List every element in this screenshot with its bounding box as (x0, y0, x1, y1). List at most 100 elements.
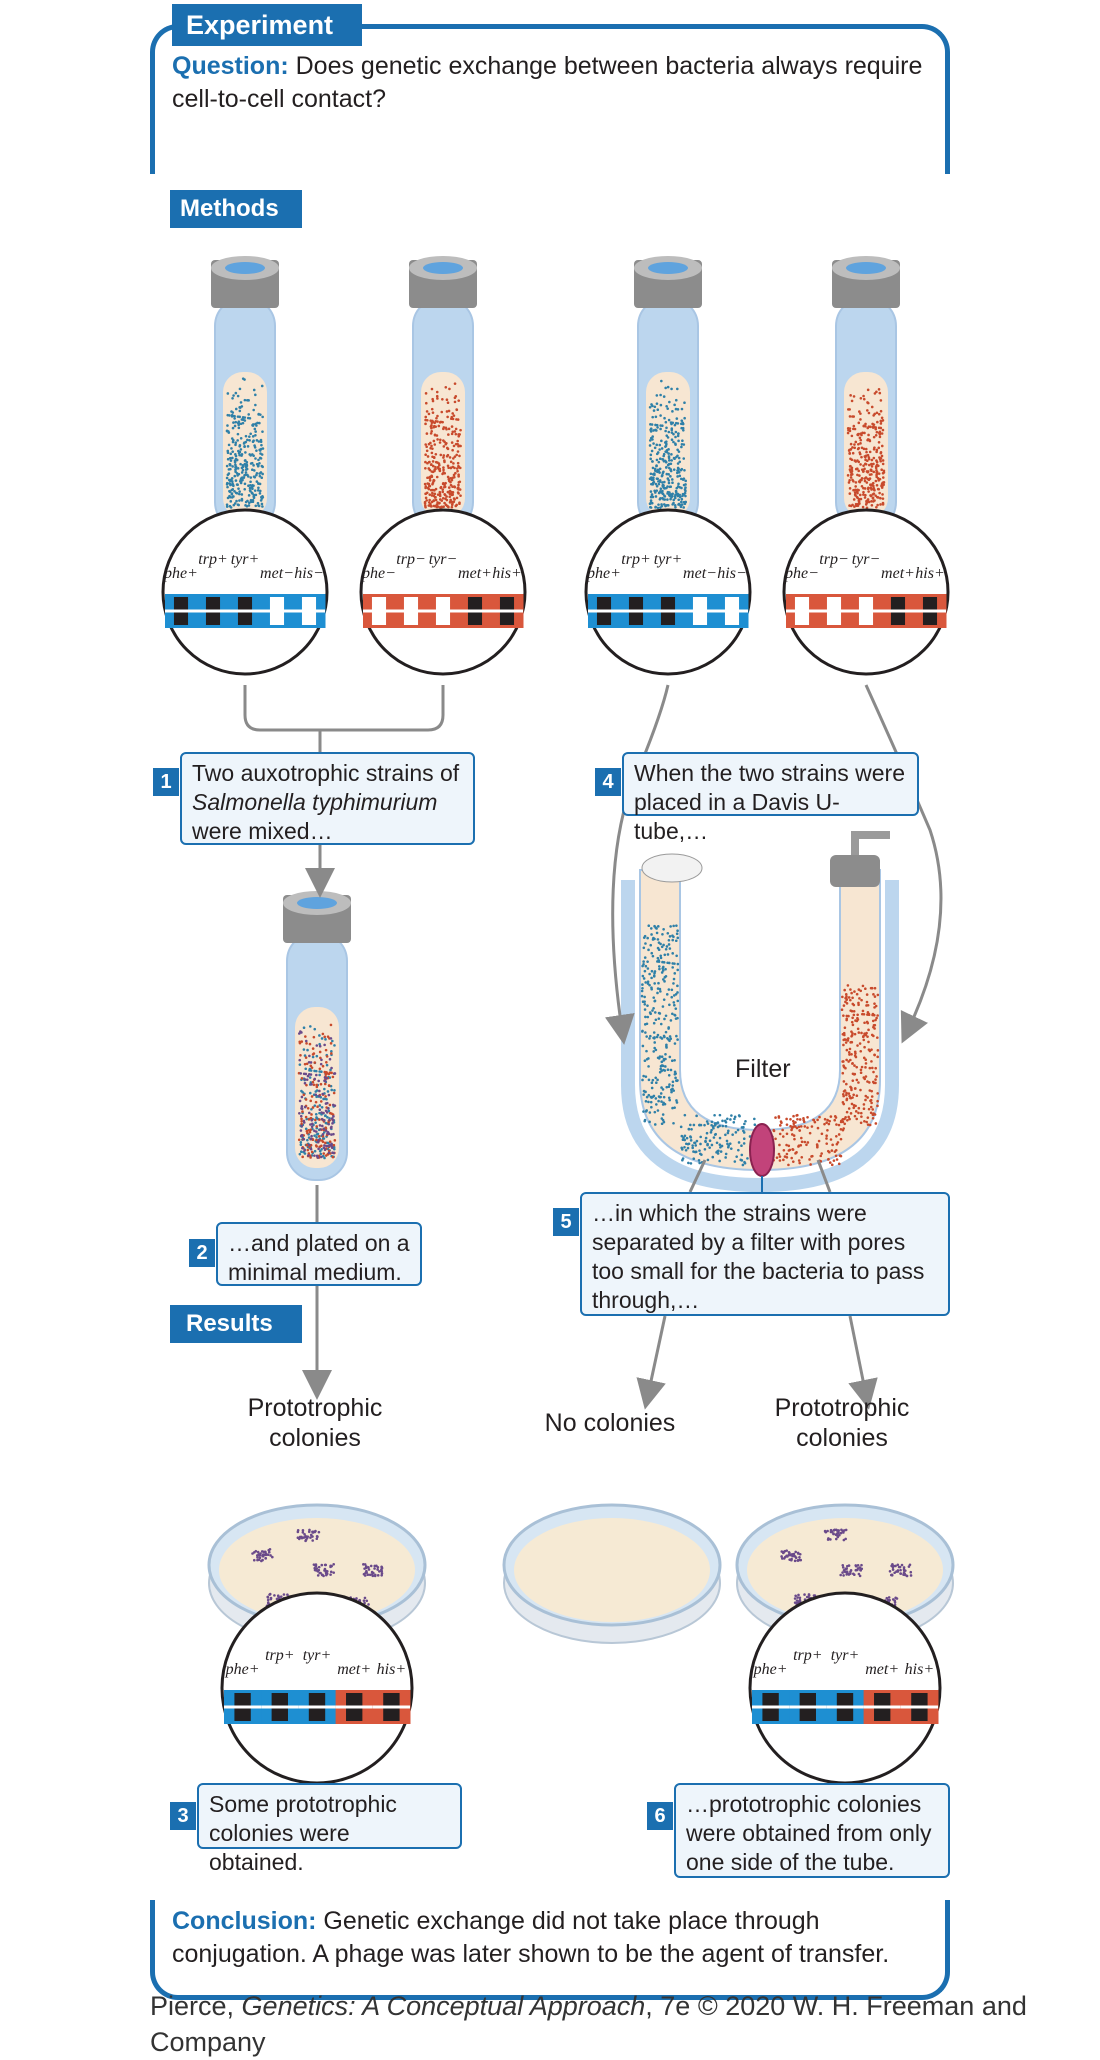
step-1-text-a: Two auxotrophic strains of (192, 760, 460, 786)
magnifier-prototroph-left-label-phe: phe+ (225, 1661, 260, 1678)
plate-right-colony-0 (780, 1549, 803, 1563)
tube-strain-a-right-cap-hole (648, 262, 688, 274)
credit-after: , 7e © 2020 W. H. Freeman and Company (150, 1991, 1027, 2057)
magnifier-prototroph-left-gene-phe (224, 1690, 262, 1724)
magnifier-strain-b-right-gene-tyr (850, 594, 883, 628)
magnifier-strain-b-right-label-met: met+ (881, 565, 915, 582)
magnifier-strain-a-right-lens (584, 508, 752, 676)
step-3-number: 3 (170, 1802, 196, 1830)
magnifier-strain-b-left-lens (359, 508, 527, 676)
tube-strain-b-right (832, 256, 900, 531)
magnifier-prototroph-left-lens (220, 1591, 414, 1785)
u-tube-glass (621, 880, 899, 1193)
magnifier-strain-a-left-gene-phe (165, 594, 198, 628)
credit-title: Genetics: A Conceptual Approach (241, 1991, 646, 2021)
tube-strain-b-right-cap-hole (846, 262, 886, 274)
step-5-number: 5 (553, 1208, 579, 1236)
magnifier-strain-a-right-gene-met (684, 594, 717, 628)
magnifier-strain-a-left-label-his: his− (294, 565, 323, 582)
credit-line: Pierce, Genetics: A Conceptual Approach,… (150, 1988, 1050, 2060)
step-1-number: 1 (153, 768, 179, 796)
magnifier-prototroph-right-label-phe: phe+ (753, 1661, 788, 1678)
tube-strain-b-left-cap-hole (423, 262, 463, 274)
magnifier-prototroph-left-label-his: his+ (377, 1661, 406, 1678)
magnifier-strain-b-right-gene-his (914, 594, 947, 628)
magnifier-strain-b-left-gene-met (459, 594, 492, 628)
magnifier-strain-b-right-label-tyr: tyr− (852, 551, 881, 568)
magnifier-strain-b-left-gene-tyr (427, 594, 460, 628)
magnifier-prototroph-right-gene-phe (752, 1690, 790, 1724)
magnifier-strain-b-right-label-his: his+ (915, 565, 944, 582)
tube-strain-a-left (211, 256, 279, 531)
arrow-to-u-tube-right (864, 684, 943, 1044)
magnifier-strain-a-right-gene-his (716, 594, 749, 628)
magnifier-strain-b-left-label-his: his+ (492, 565, 521, 582)
tube-strain-a-left-cap-hole (225, 262, 265, 274)
question-text: Does genetic exchange between bacteria a… (172, 52, 923, 113)
magnifier-prototroph-right-label-met: met+ (865, 1661, 899, 1678)
step-1-callout: Two auxotrophic strains of Salmonella ty… (180, 752, 475, 845)
arrow-to-prototrophic-right (848, 1315, 878, 1410)
arrow-to-no-colonies (636, 1315, 667, 1410)
question-label: Question: (172, 52, 289, 80)
question: Question: Does genetic exchange between … (172, 50, 932, 116)
filter-label: Filter (735, 1055, 791, 1083)
magnifier-strain-a-left-lens (161, 508, 329, 676)
step-2-text: …and plated on a minimal medium. (228, 1230, 410, 1285)
magnifier-strain-b-left-label-tyr: tyr− (429, 551, 458, 568)
magnifier-strain-b-left-label-trp: trp− (396, 551, 425, 568)
plate-right-colony-1 (823, 1528, 848, 1542)
step-2-callout: …and plated on a minimal medium. (216, 1222, 422, 1286)
magnifier-prototroph-left-label-trp: trp+ (265, 1647, 294, 1664)
plate-left-colony-1 (296, 1528, 321, 1543)
magnifier-strain-b-right-gene-phe (786, 594, 819, 628)
magnifier-strain-b-left-label-met: met+ (458, 565, 492, 582)
magnifier-strain-a-left-gene-met (261, 594, 294, 628)
magnifier-strain-b-right-lens (782, 508, 950, 676)
step-4-callout: When the two strains were placed in a Da… (622, 752, 919, 844)
magnifier-strain-b-right-gene-trp (818, 594, 851, 628)
magnifier-strain-b-right-label-phe: phe− (784, 565, 819, 582)
tube-strain-a-right-medium (646, 372, 690, 518)
plate-left-colony-0 (251, 1547, 274, 1563)
magnifier-strain-a-right-gene-trp (620, 594, 653, 628)
methods-tag: Methods (170, 190, 302, 228)
magnifier-prototroph-left-gene-trp (261, 1690, 299, 1724)
tube-mixed-cap-hole (297, 897, 337, 909)
magnifier-strain-a-left-gene-tyr (229, 594, 262, 628)
magnifier-strain-a-left-label-trp: trp+ (198, 551, 227, 568)
connector-left-arm (688, 1159, 707, 1193)
tube-strain-b-left (409, 256, 477, 531)
plate-left-colony-2 (312, 1563, 335, 1578)
cotton-plug-icon (641, 853, 703, 883)
credit-before: Pierce, (150, 1991, 242, 2021)
magnifier-strain-a-left: phe+trp+tyr+met−his− (161, 508, 329, 676)
magnifier-prototroph-left-label-tyr: tyr+ (303, 1647, 332, 1664)
magnifier-strain-b-left-gene-his (491, 594, 524, 628)
magnifier-strain-b-left-label-phe: phe− (361, 565, 396, 582)
magnifier-prototroph-right-lens (748, 1591, 942, 1785)
magnifier-strain-a-left-label-tyr: tyr+ (231, 551, 260, 568)
stopper-icon (830, 855, 880, 887)
plate-right-colony-3 (888, 1563, 913, 1578)
magnifier-strain-a-left-gene-trp (197, 594, 230, 628)
results-tag: Results (170, 1305, 302, 1343)
magnifier-prototroph-left: phe+trp+tyr+met+his+ (220, 1591, 414, 1785)
plate-left-colony-3 (362, 1563, 384, 1578)
magnifier-strain-a-right-gene-tyr (652, 594, 685, 628)
step-4-text: When the two strains were placed in a Da… (634, 760, 906, 844)
tube-mixed (283, 891, 351, 1181)
step-5-callout: …in which the strains were separated by … (580, 1192, 950, 1316)
magnifier-strain-b-left-gene-phe (363, 594, 396, 628)
step-3-callout: Some prototrophic colonies were obtained… (197, 1783, 462, 1875)
plate-right-colony-2 (839, 1563, 864, 1578)
magnifier-strain-a-right-label-phe: phe+ (586, 565, 621, 582)
connector-bracket (243, 685, 445, 732)
magnifier-strain-b-right: phe−trp−tyr−met+his+ (782, 508, 950, 676)
magnifier-strain-a-right-label-his: his− (717, 565, 746, 582)
stopper-tube-icon (851, 831, 890, 855)
filter-icon (749, 1123, 775, 1177)
magnifier-prototroph-right: phe+trp+tyr+met+his+ (748, 1591, 942, 1785)
experiment-tag: Experiment (172, 4, 362, 46)
step-5-text: …in which the strains were separated by … (592, 1200, 925, 1313)
